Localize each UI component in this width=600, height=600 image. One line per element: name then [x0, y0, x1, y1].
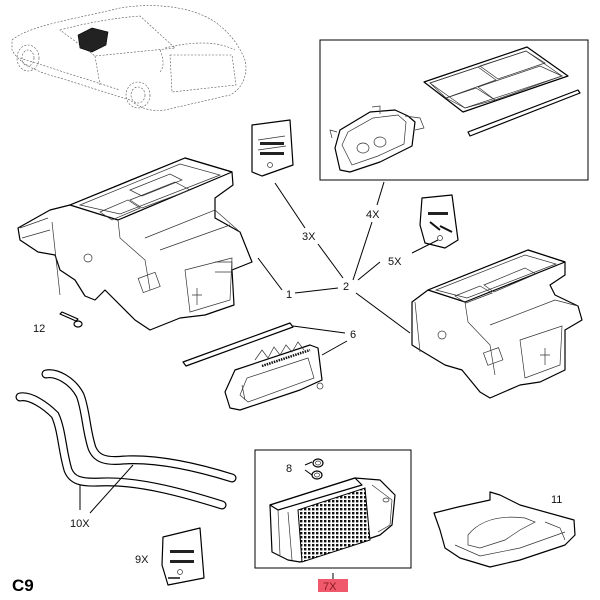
callout-labels: 1 2 3X 4X 5X 6 7X 8 9X 10X 11 12 [33, 209, 562, 593]
callout-4x[interactable]: 4X [366, 209, 380, 221]
gasket-frame [423, 46, 569, 113]
callout-2[interactable]: 2 [343, 281, 349, 293]
heater-housing-right[interactable] [411, 249, 583, 399]
heater-core-frame [254, 449, 412, 569]
callout-3x[interactable]: 3X [302, 231, 316, 243]
highlighted-heater-location [77, 27, 109, 53]
heater-pipes-10x[interactable] [15, 369, 237, 510]
screw-12[interactable] [59, 311, 83, 328]
vehicle-locator-illustration [11, 5, 247, 111]
seal-kit-box[interactable] [319, 39, 589, 181]
callout-5x[interactable]: 5X [388, 256, 402, 268]
heater-core-box[interactable] [254, 449, 412, 569]
air-duct-11[interactable] [433, 491, 576, 568]
seal-strip [467, 89, 581, 137]
callout-9x[interactable]: 9X [135, 554, 149, 566]
fastener-bag-9x[interactable] [161, 527, 205, 586]
fastener-bag-5x[interactable] [419, 194, 459, 249]
o-rings-8[interactable] [311, 458, 324, 480]
callout-1[interactable]: 1 [286, 289, 292, 301]
leader-lines [79, 181, 439, 580]
callout-6[interactable]: 6 [350, 329, 356, 341]
section-code: C9 [12, 576, 34, 595]
air-flap-6[interactable] [224, 341, 324, 411]
callout-7x[interactable]: 7X [323, 581, 337, 593]
kit-frame [319, 39, 589, 181]
fastener-bag-3x[interactable] [251, 119, 294, 177]
callout-7x-highlight [318, 579, 348, 592]
heater-housing-left[interactable] [17, 157, 253, 331]
callout-12[interactable]: 12 [33, 323, 45, 335]
flap-cover [329, 105, 425, 173]
callout-11[interactable]: 11 [551, 494, 562, 506]
callout-10x[interactable]: 10X [70, 518, 90, 530]
seal-strip-6[interactable] [182, 322, 294, 367]
callout-8[interactable]: 8 [286, 463, 292, 475]
heater-core-7x[interactable] [269, 477, 396, 563]
